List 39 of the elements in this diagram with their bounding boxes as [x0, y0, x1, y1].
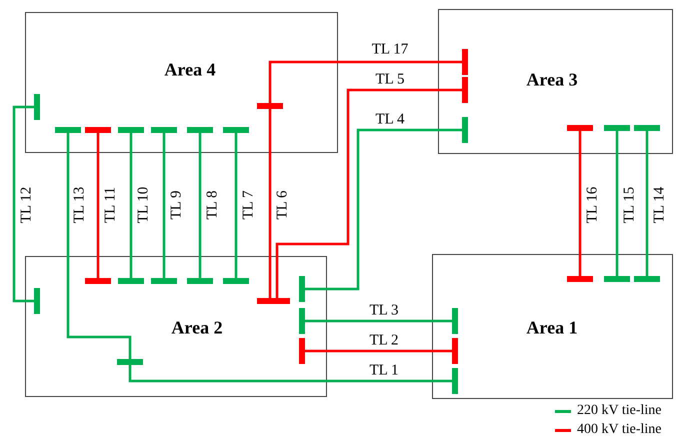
area-title: Area 3: [526, 70, 578, 90]
edge-label: TL 4: [375, 112, 405, 128]
edge-label: TL 16: [586, 186, 600, 224]
edge-label: TL 15: [622, 186, 638, 224]
area-title: Area 4: [164, 60, 216, 80]
tie-line: [118, 127, 144, 284]
tie-line: [299, 308, 458, 334]
edge-label: TL 5: [375, 72, 405, 88]
edge-label: TL 7: [242, 190, 256, 220]
edge-label: TL 8: [206, 190, 220, 220]
tie-line: [85, 127, 111, 284]
edge-label: TL 6: [276, 190, 290, 220]
edge-label: TL 10: [136, 186, 152, 224]
tie-line: [12, 94, 40, 314]
tie-line: [187, 127, 213, 284]
tie-line: [299, 338, 458, 364]
edge-label: TL 14: [652, 186, 668, 224]
edge-label: TL 9: [170, 190, 184, 220]
legend-label: 400 kV tie-line: [577, 423, 662, 437]
edge-label: TL 17: [372, 42, 408, 58]
tie-line: [567, 125, 593, 282]
area-title: Area 1: [526, 318, 578, 338]
tie-line: [299, 117, 468, 302]
tie-line: [604, 125, 630, 282]
tie-line: [151, 127, 177, 284]
area-box: [25, 12, 338, 153]
legend-label: 220 kV tie-line: [577, 404, 662, 418]
edge-label: TL 3: [369, 304, 399, 318]
tie-line: [223, 127, 249, 284]
edge-label: TL 11: [104, 187, 118, 223]
area-title: Area 2: [171, 318, 223, 338]
tie-line: [634, 125, 660, 282]
edge-label: TL 1: [369, 364, 399, 378]
edge-label: TL 12: [20, 186, 34, 224]
area-box: [432, 254, 673, 399]
area-box: [25, 256, 327, 397]
edge-label: TL 2: [369, 334, 399, 348]
edge-label: TL 13: [72, 186, 88, 224]
area-box: [438, 9, 673, 154]
